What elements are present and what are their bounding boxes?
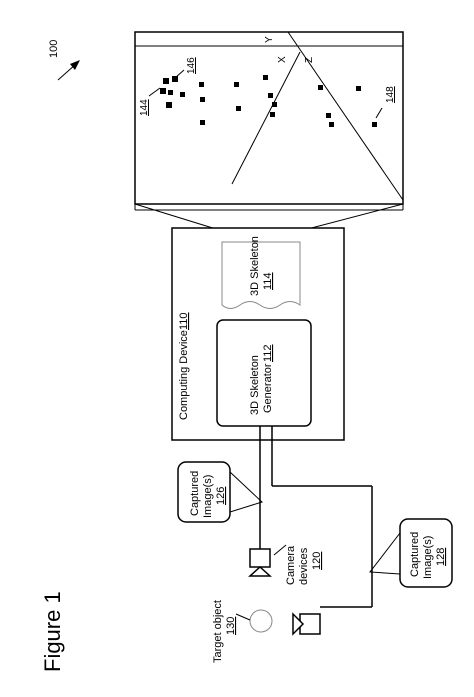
point (168, 90, 173, 95)
figure-title: Figure 1 (40, 591, 65, 672)
point (200, 97, 205, 102)
skeleton-generator-line2: Generator (262, 363, 274, 413)
axis-x-line (231, 51, 301, 185)
skeleton-doc-number: 114 (262, 272, 274, 290)
captured-images-126: Captured Image(s) 126 (177, 461, 263, 523)
skeleton-generator-number: 112 (262, 344, 274, 362)
axis-z-label: Z (304, 57, 315, 63)
captured-images-128: Captured Image(s) 128 (369, 518, 453, 588)
point (234, 82, 239, 87)
point (166, 102, 172, 108)
camera-devices-label: Camera devices 120 (273, 544, 323, 585)
captured-128-line2: Image(s) (422, 536, 434, 579)
point (160, 88, 166, 94)
point (372, 122, 377, 127)
point (199, 82, 204, 87)
target-object: Target object 130 (212, 600, 273, 663)
point (263, 75, 268, 80)
captured-126-line1: Captured (189, 471, 201, 516)
camera-line2: devices (298, 547, 310, 585)
ref-146: 146 (186, 57, 197, 74)
captured-126-number: 126 (215, 487, 227, 505)
captured-126-line2: Image(s) (202, 475, 214, 518)
skeleton-generator-box: 3D Skeleton Generator 112 (216, 319, 312, 427)
figure-ref-number: 100 (48, 40, 60, 58)
camera-icon (292, 612, 321, 636)
camera-line1: Camera (285, 545, 297, 585)
captured-128-number: 128 (435, 548, 447, 566)
point (200, 120, 205, 125)
point (163, 78, 169, 84)
point (272, 102, 277, 107)
computing-device-label: Computing Device (178, 330, 190, 420)
point (236, 106, 241, 111)
ref-148: 148 (385, 86, 396, 103)
point (329, 122, 334, 127)
skeleton-generator-line1: 3D Skeleton (249, 355, 261, 415)
skeleton-view-panel: Y X Z 146 144 (134, 31, 404, 205)
point (172, 76, 178, 82)
camera-number: 120 (311, 552, 323, 570)
point (356, 86, 361, 91)
point (326, 113, 331, 118)
point (318, 85, 323, 90)
target-label: Target object (212, 600, 224, 663)
axis-y-label: Y (264, 36, 275, 43)
axis-z-line (287, 31, 404, 201)
point (180, 92, 185, 97)
axis-x-label: X (277, 56, 288, 63)
skeleton-doc-label: 3D Skeleton (249, 236, 261, 296)
point (270, 112, 275, 117)
skeleton-document: 3D Skeleton 114 (221, 236, 301, 309)
point (268, 93, 273, 98)
point-cloud (160, 75, 377, 127)
target-number: 130 (225, 617, 237, 635)
ref-arrow-100 (57, 60, 80, 81)
connection-lines (259, 426, 373, 608)
camera-icon (248, 548, 272, 577)
computing-device-number: 110 (178, 312, 190, 330)
ref-144: 144 (139, 99, 150, 116)
captured-128-line1: Captured (409, 532, 421, 577)
